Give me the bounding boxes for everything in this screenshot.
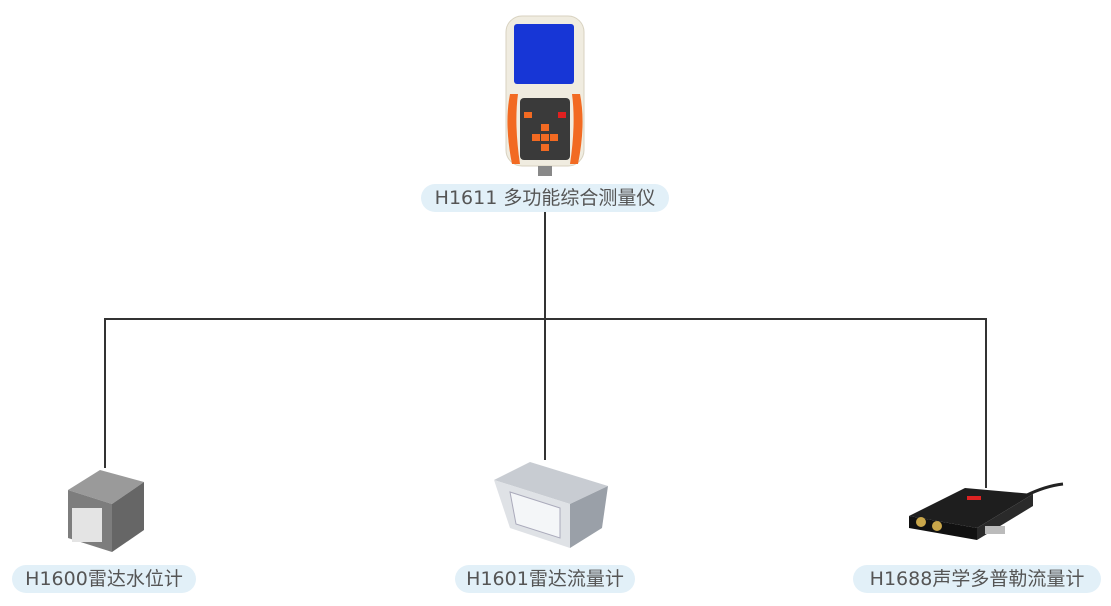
child-label-h1688: H1688声学多普勒流量计 [853,565,1101,593]
radar-flow-meter-image [494,462,608,548]
left-connector [104,318,106,468]
right-connector [985,318,987,488]
child-label-h1600: H1600雷达水位计 [12,565,196,593]
doppler-flow-meter-image [909,482,1064,540]
child-label-h1601: H1601雷达流量计 [455,565,635,593]
root-device-label: H1611 多功能综合测量仪 [421,184,669,212]
middle-connector [544,318,546,460]
radar-level-gauge-image [68,470,144,552]
handheld-meter-image [505,15,585,176]
root-connector [544,212,546,319]
